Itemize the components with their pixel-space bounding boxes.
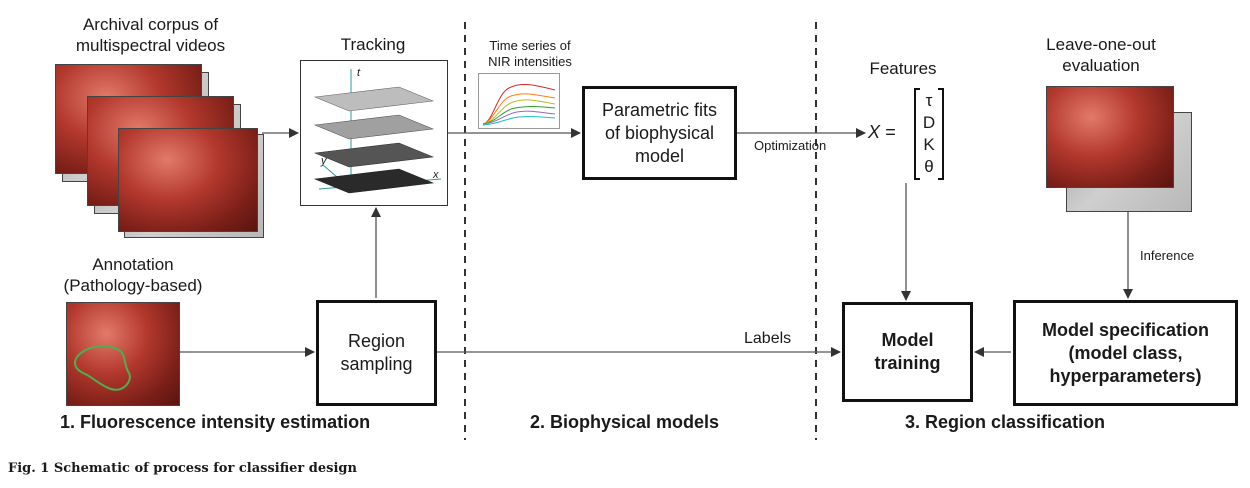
bracket-top-right <box>938 88 944 90</box>
section-label-3: 3. Region classification <box>905 412 1106 432</box>
loo-title: Leave-one-out evaluation <box>1046 35 1156 75</box>
loo-image-red <box>1046 86 1174 188</box>
features-x-symbol: X = <box>868 122 896 142</box>
bracket-top-left <box>914 88 920 90</box>
feature-k: K <box>923 135 935 154</box>
parametric-fits-label: Parametric fits of biophysical model <box>601 99 718 166</box>
inference-label: Inference <box>1140 248 1195 263</box>
corpus-title: Archival corpus of multispectral videos <box>75 15 226 55</box>
timeseries-thumbnail <box>478 73 560 129</box>
tracking-layers <box>313 69 442 194</box>
feature-d: D <box>922 113 936 132</box>
feature-theta: θ <box>924 157 934 176</box>
model-training-label: Model training <box>874 330 941 373</box>
annotation-outline <box>74 345 131 391</box>
tracking-layer-4 <box>313 168 435 194</box>
labels-label: Labels <box>744 330 792 347</box>
features-vector: τ D K θ <box>914 88 944 180</box>
timeseries-curves <box>482 83 556 126</box>
features-vector-entries: τ D K θ <box>916 90 942 178</box>
timeseries-title: Time series of NIR intensities <box>488 38 572 69</box>
section-label-1: 1. Fluorescence intensity estimation <box>60 412 371 432</box>
tracking-layer-2 <box>313 114 435 140</box>
features-title: Features <box>869 59 937 78</box>
annotation-image <box>66 302 180 406</box>
bracket-bottom-right <box>938 178 944 180</box>
video-frame-3 <box>118 128 258 232</box>
tracking-axis-t: t <box>357 67 361 79</box>
model-specification-label: Model specification (model class, hyperp… <box>1041 319 1210 386</box>
parametric-fits-box: Parametric fits of biophysical model <box>582 86 737 180</box>
section-label-2: 2. Biophysical models <box>530 412 720 432</box>
region-sampling-label: Region sampling <box>340 331 413 374</box>
feature-tau: τ <box>925 91 933 110</box>
bracket-bottom-left <box>914 178 920 180</box>
figure-caption: Fig. 1 Schematic of process for classifi… <box>8 461 357 476</box>
tracking-axis-y: y <box>321 155 327 167</box>
region-sampling-box: Region sampling <box>316 300 437 406</box>
model-specification-box: Model specification (model class, hyperp… <box>1013 300 1238 406</box>
model-training-box: Model training <box>842 302 973 402</box>
tracking-layer-3 <box>313 142 435 168</box>
tracking-title: Tracking <box>340 35 406 54</box>
optimization-label: Optimization <box>754 138 827 153</box>
annotation-title: Annotation (Pathology-based) <box>63 255 203 295</box>
tracking-axis-x: x <box>433 169 439 181</box>
tracking-layer-1 <box>313 86 435 112</box>
tracking-panel: t y x <box>300 60 448 206</box>
